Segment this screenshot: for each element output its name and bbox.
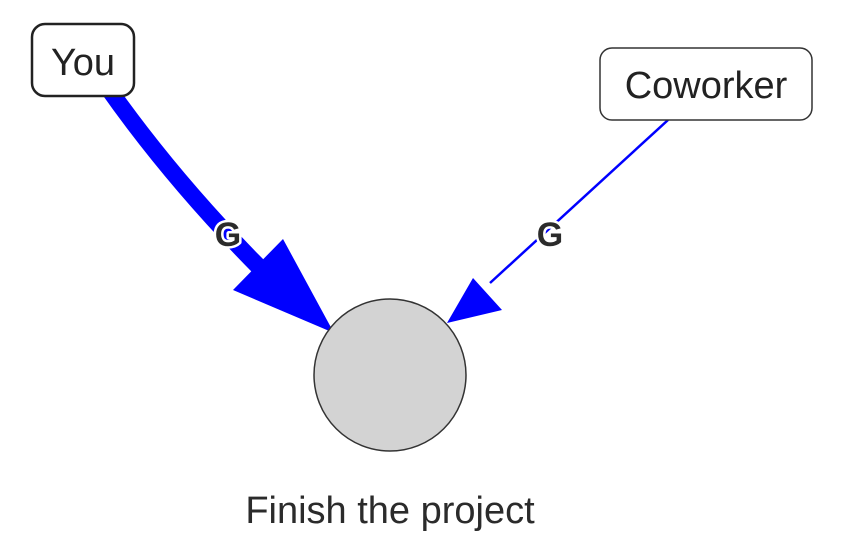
edge-you-to-goal: G	[101, 83, 334, 333]
goal-circle	[313, 298, 467, 452]
node-goal[interactable]: Finish the project	[245, 298, 535, 532]
edge-coworker-to-goal: G	[447, 119, 669, 323]
node-you[interactable]: You	[30, 22, 136, 98]
node-coworker-label: Coworker	[625, 65, 788, 107]
edge-coworker-to-goal-arrowhead	[447, 278, 502, 323]
edge-you-to-goal-label: G	[215, 216, 241, 254]
goal-label: Finish the project	[245, 490, 535, 532]
edge-coworker-to-goal-line	[489, 119, 669, 284]
edge-you-to-goal-arrowhead	[233, 239, 334, 333]
edge-you-to-goal-line	[101, 83, 284, 293]
node-coworker-box	[599, 47, 813, 121]
edge-coworker-to-goal-label: G	[537, 216, 563, 254]
node-coworker[interactable]: Coworker	[599, 47, 813, 121]
node-you-label: You	[51, 42, 115, 84]
node-you-box	[30, 22, 136, 98]
